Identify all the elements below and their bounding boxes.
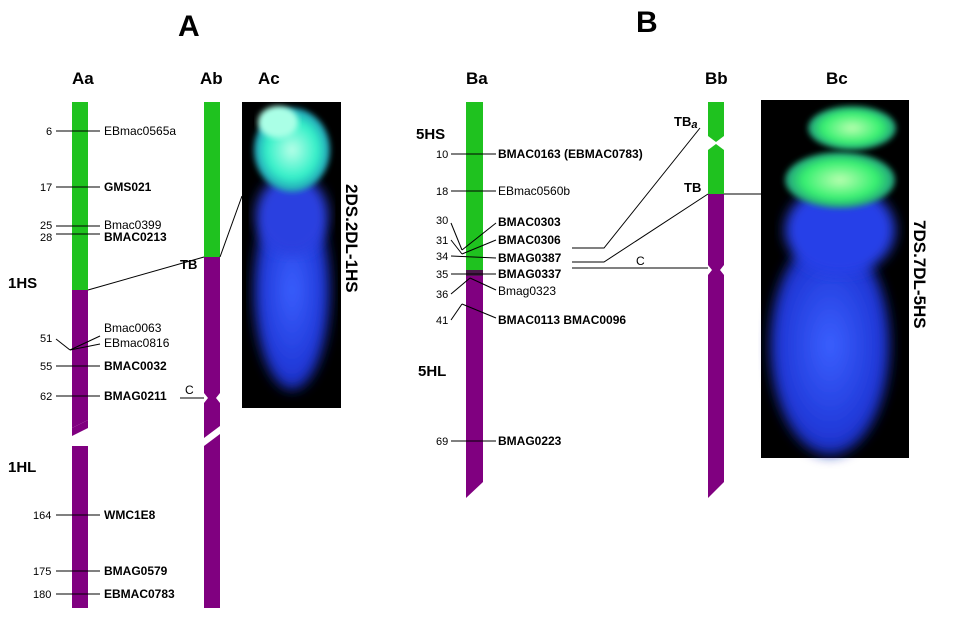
svg-text:BMAC0213: BMAC0213	[104, 230, 167, 244]
chromosome-aa	[72, 102, 88, 608]
aa-marker-164: 164 WMC1E8	[33, 508, 156, 522]
col-label-bb: Bb	[705, 69, 728, 88]
svg-text:BMAG0337: BMAG0337	[498, 267, 562, 281]
svg-text:EBmac0565a: EBmac0565a	[104, 124, 176, 138]
tba-label: TBa	[674, 114, 697, 131]
panel-b-title: B	[636, 6, 658, 39]
ba-marker-18: 18 EBmac0560b	[436, 184, 570, 198]
svg-text:10: 10	[436, 149, 448, 161]
svg-text:BMAC0032: BMAC0032	[104, 359, 167, 373]
svg-text:164: 164	[33, 510, 51, 522]
ba-marker-36: 36 Bmag0323	[436, 277, 556, 301]
svg-text:25: 25	[40, 220, 52, 232]
svg-text:51: 51	[40, 333, 52, 345]
aa-marker-62: 62 BMAG0211	[40, 389, 167, 403]
svg-text:6: 6	[46, 126, 52, 138]
col-label-bc: Bc	[826, 69, 848, 88]
svg-text:Bmac0399: Bmac0399	[104, 218, 162, 232]
col-label-ac: Ac	[258, 69, 280, 88]
svg-text:BMAC0306: BMAC0306	[498, 233, 561, 247]
centromere-label-b: C	[636, 254, 645, 268]
svg-text:EBmac0816: EBmac0816	[104, 336, 170, 350]
col-label-ba: Ba	[466, 69, 488, 88]
svg-text:18: 18	[436, 186, 448, 198]
svg-text:28: 28	[40, 232, 52, 244]
tb-label-a: TB	[180, 257, 197, 272]
aa-marker-55: 55 BMAC0032	[40, 359, 167, 373]
panel-a-title: A	[178, 10, 200, 43]
arm-label-1hs: 1HS	[8, 275, 37, 292]
col-label-ab: Ab	[200, 69, 223, 88]
svg-text:180: 180	[33, 589, 51, 601]
aa-marker-25: 25 Bmac0399	[40, 218, 162, 232]
chromosome-ba	[466, 102, 483, 498]
aa-ab-breakpoint-line	[87, 256, 205, 291]
svg-text:BMAG0211: BMAG0211	[104, 389, 167, 403]
aa-marker-180: 180 EBMAC0783	[33, 587, 175, 601]
ba-marker-69: 69 BMAG0223	[436, 434, 562, 448]
svg-text:62: 62	[40, 391, 52, 403]
svg-text:17: 17	[40, 182, 52, 194]
svg-text:55: 55	[40, 361, 52, 373]
svg-text:BMAC0303: BMAC0303	[498, 215, 561, 229]
tb-label-b: TB	[684, 180, 701, 195]
svg-text:EBMAC0783: EBMAC0783	[104, 587, 175, 601]
chromosome-image-ac	[242, 102, 341, 408]
svg-text:30: 30	[436, 215, 448, 227]
ab-ac-line-top	[219, 195, 243, 258]
chromosome-image-bc	[761, 100, 909, 458]
arm-label-5hl: 5HL	[418, 363, 446, 380]
col-label-aa: Aa	[72, 69, 94, 88]
ba-marker-35: 35 BMAG0337	[436, 267, 562, 281]
aa-marker-28: 28 BMAC0213	[40, 230, 167, 244]
caption-a: 2DS.2DL-1HS	[342, 184, 361, 293]
svg-text:36: 36	[436, 289, 448, 301]
centromere-label-a: C	[185, 383, 194, 397]
svg-text:175: 175	[33, 566, 51, 578]
arm-label-5hs: 5HS	[416, 126, 445, 143]
svg-text:31: 31	[436, 235, 448, 247]
svg-text:Bmac0063: Bmac0063	[104, 321, 162, 335]
ba-marker-41: 41 BMAC0113 BMAC0096	[436, 303, 626, 327]
svg-text:GMS021: GMS021	[104, 180, 152, 194]
svg-text:BMAC0163 (EBMAC0783): BMAC0163 (EBMAC0783)	[498, 147, 643, 161]
ba-marker-30: 30 BMAC0303	[436, 215, 561, 251]
aa-marker-51: 51 Bmac0063 EBmac0816	[40, 321, 170, 351]
svg-text:BMAG0223: BMAG0223	[498, 434, 562, 448]
svg-text:Bmag0323: Bmag0323	[498, 284, 556, 298]
svg-text:41: 41	[436, 315, 448, 327]
aa-marker-17: 17 GMS021	[40, 180, 152, 194]
svg-text:EBmac0560b: EBmac0560b	[498, 184, 570, 198]
aa-marker-175: 175 BMAG0579	[33, 564, 168, 578]
caption-b: 7DS.7DL-5HS	[910, 220, 929, 329]
svg-text:69: 69	[436, 436, 448, 448]
ba-bb-tba-line	[572, 127, 701, 249]
aa-marker-6: 6 EBmac0565a	[46, 124, 176, 138]
svg-text:34: 34	[436, 251, 448, 263]
ba-marker-34: 34 BMAG0387	[436, 251, 562, 265]
svg-text:BMAC0113 BMAC0096: BMAC0113 BMAC0096	[498, 313, 626, 327]
svg-text:35: 35	[436, 269, 448, 281]
svg-text:WMC1E8: WMC1E8	[104, 508, 156, 522]
arm-label-1hl: 1HL	[8, 459, 36, 476]
svg-text:BMAG0387: BMAG0387	[498, 251, 562, 265]
ba-marker-10: 10 BMAC0163 (EBMAC0783)	[436, 147, 643, 161]
ba-marker-31: 31 BMAC0306	[436, 233, 561, 255]
chromosome-bb	[708, 102, 724, 498]
ba-bb-tb-line	[572, 193, 709, 263]
chromosome-ab	[204, 102, 220, 608]
svg-text:BMAG0579: BMAG0579	[104, 564, 168, 578]
